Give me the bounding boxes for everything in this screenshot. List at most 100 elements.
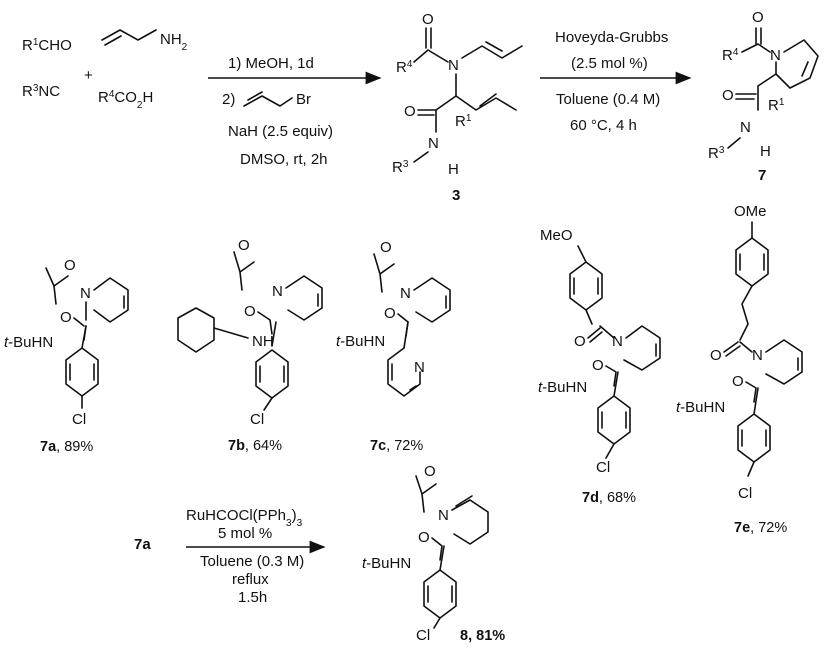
reflux-text: reflux <box>232 571 269 588</box>
ru-catalyst-text: RuHCOCl(PPh3)3 <box>186 507 303 529</box>
compound-7e-caption: 7e, 72% <box>734 520 787 536</box>
aryl-bond <box>271 321 277 347</box>
allylamine-bonds <box>101 29 157 46</box>
atom-n-pyridine: N <box>414 359 425 376</box>
atom-n-amide: N <box>740 119 751 136</box>
atom-n: N <box>80 285 91 302</box>
atom-o-amide: O <box>732 373 744 390</box>
loading-text: (2.5 mol %) <box>571 55 648 72</box>
atom-cl: Cl <box>416 627 430 643</box>
step1-text: 1) MeOH, 1d <box>228 55 314 72</box>
r4-label: R4 <box>722 47 739 65</box>
r1-label: R1 <box>455 113 472 131</box>
compound-7: O R4 N O R1 N H R3 7 <box>708 9 819 184</box>
amide-bonds <box>605 365 617 387</box>
ome-bond <box>577 245 587 263</box>
carbonyl-bond <box>425 27 432 49</box>
reaction-arrow-3: 7a RuHCOCl(PPh3)3 5 mol % Toluene (0.3 M… <box>134 507 326 606</box>
ring-bonds <box>413 277 451 323</box>
plus-sign: + <box>84 67 93 84</box>
compound-7b-caption: 7b, 64% <box>228 438 282 454</box>
atom-o-amide: O <box>60 309 72 326</box>
n-r3-bond <box>413 151 429 163</box>
tbuhn-label: t-BuHN <box>362 555 411 572</box>
cl-bond <box>605 443 615 459</box>
quaternary-bonds <box>435 93 517 111</box>
atom-o: O <box>380 239 392 256</box>
compound-7-label: 7 <box>758 167 766 184</box>
chlorophenyl-ring <box>597 395 631 445</box>
atom-o-amide: O <box>592 357 604 374</box>
chlorophenyl-ring <box>255 349 289 399</box>
step2-text: 2) <box>222 91 235 108</box>
compound-8-caption: 8, 81% <box>460 628 505 643</box>
atom-n-amide: N <box>428 135 439 152</box>
chlorophenyl-ring <box>65 347 99 397</box>
tbuhn-label: t-BuHN <box>538 379 587 396</box>
atom-n: N <box>770 47 781 64</box>
atom-o: O <box>752 9 764 26</box>
atom-h: H <box>760 143 771 160</box>
compound-3: O R4 N O N H R1 R3 3 <box>392 11 523 204</box>
compound-7d-caption: 7d, 68% <box>582 490 636 506</box>
r3-label: R3 <box>708 145 725 163</box>
isonitrile-label: R3NC <box>22 83 60 101</box>
ring-bonds <box>93 277 129 323</box>
atom-o-amide: O <box>404 103 416 120</box>
cyclohexyl-ring <box>177 307 215 353</box>
start-7a-label: 7a <box>134 536 151 553</box>
compound-7d: MeO O N O t-BuHN Cl 7d, 68% <box>538 227 661 506</box>
r4-label: R4 <box>396 59 413 77</box>
atom-o: O <box>574 333 586 350</box>
aldehyde-label: R1CHO <box>22 37 72 55</box>
acid-label: R4CO2H <box>98 89 153 111</box>
aryl-carbonyl-bond <box>585 309 593 325</box>
compound-7a: O N O t-BuHN Cl 7a, 89% <box>4 257 129 455</box>
carbonyl-bond <box>755 27 762 45</box>
amide-bonds <box>431 537 443 561</box>
atom-cl: Cl <box>596 459 610 476</box>
atom-n: N <box>438 507 449 524</box>
ethyl-linker-bonds <box>739 285 753 341</box>
compound-7e: OMe O N O t-BuHN Cl 7e, 72% <box>676 203 803 536</box>
compound-7b: O N O NH Cl 7b, 64% <box>177 237 323 454</box>
base-text: NaH (2.5 equiv) <box>228 123 333 140</box>
atom-o-amide: O <box>722 87 734 104</box>
pyridine-ring <box>387 347 421 397</box>
solvent-text: Toluene (0.4 M) <box>556 91 660 108</box>
atom-h: H <box>448 161 459 178</box>
compound-7c-caption: 7c, 72% <box>370 438 423 454</box>
amide-carbonyl <box>417 109 437 116</box>
methoxyphenyl-ring <box>569 261 603 311</box>
atom-o: O <box>64 257 76 274</box>
atom-n: N <box>448 57 459 74</box>
methoxy-label: MeO <box>540 227 573 244</box>
ring-bonds <box>775 39 819 89</box>
carbonyl-bond <box>587 327 603 343</box>
amine-label: NH2 <box>160 31 188 53</box>
reaction-arrow-2: Hoveyda-Grubbs (2.5 mol %) Toluene (0.4 … <box>540 29 692 134</box>
atom-cl: Cl <box>738 485 752 502</box>
compound-7c: O N O t-BuHN N 7c, 72% <box>336 239 451 454</box>
time-text: 1.5h <box>238 589 267 606</box>
condition-text: DMSO, rt, 2h <box>240 151 328 168</box>
cl-bond <box>433 617 441 629</box>
atom-o-amide: O <box>384 305 396 322</box>
temp-text: 60 °C, 4 h <box>570 117 637 134</box>
bromide-label: Br <box>296 91 311 108</box>
atom-o: O <box>424 463 436 480</box>
atom-o: O <box>422 11 434 28</box>
aryl-bond <box>753 387 759 415</box>
atom-n: N <box>400 285 411 302</box>
pyridyl-bond <box>403 321 409 349</box>
reaction-arrow-1: 1) MeOH, 1d 2) Br NaH (2.5 equiv) DMSO, … <box>208 55 382 168</box>
chlorophenyl-ring <box>423 569 457 619</box>
tbuhn-label: t-BuHN <box>4 334 53 351</box>
aryl-bond <box>439 545 445 571</box>
atom-n: N <box>272 283 283 300</box>
atom-o: O <box>238 237 250 254</box>
atom-n: N <box>752 347 763 364</box>
cl-bond <box>263 397 273 411</box>
